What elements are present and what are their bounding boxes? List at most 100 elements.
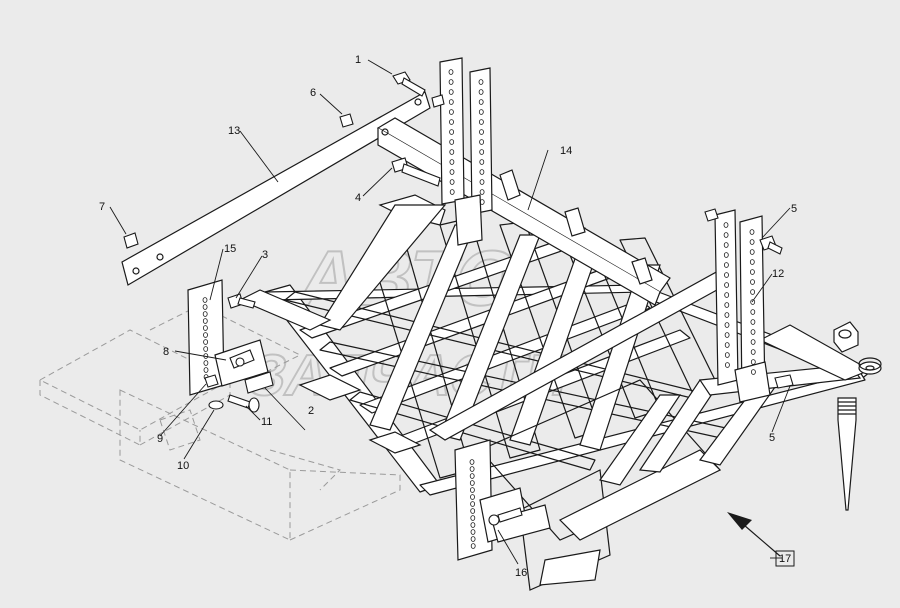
hole-icon: [469, 473, 475, 479]
hole-icon: [723, 222, 729, 228]
hole-icon: [750, 299, 756, 305]
bolt-3-icon: [227, 293, 256, 309]
hole-icon: [470, 522, 476, 528]
hole-icon: [749, 249, 755, 255]
callout-15: 15: [224, 243, 236, 255]
reference-box: 17: [775, 550, 795, 567]
callout-5-top: 5: [791, 203, 797, 215]
hole-icon: [723, 242, 729, 248]
hole-icon: [750, 269, 755, 275]
bolt-2-icon: [244, 371, 274, 394]
callout-3: 3: [262, 249, 268, 261]
plate-right-holes: [469, 459, 476, 549]
hole-icon: [750, 309, 756, 315]
hole-icon: [470, 494, 475, 500]
hole-icon: [202, 325, 208, 331]
hole-icon: [448, 69, 454, 75]
hole-icon: [749, 239, 755, 245]
nut-6-icon: [339, 113, 354, 128]
callout-16: 16: [515, 567, 527, 579]
callout-14: 14: [560, 145, 572, 157]
hole-icon: [449, 189, 455, 195]
callout-2: 2: [308, 405, 314, 417]
hole-icon: [470, 529, 476, 535]
hole-icon: [478, 99, 484, 105]
pin-16-icon: [488, 507, 523, 526]
nut-5-top-icon: [704, 208, 719, 222]
hole-icon: [479, 189, 485, 195]
hole-icon: [750, 319, 756, 325]
hole-icon: [751, 369, 756, 375]
callout-4: 4: [355, 192, 361, 204]
hole-icon: [469, 459, 475, 465]
hole-icon: [203, 346, 209, 352]
direction-arrow-icon: [727, 512, 781, 557]
tine-nut-icon: [833, 321, 859, 353]
tine-spike-icon: [837, 397, 857, 511]
zigzag-section: [238, 194, 661, 454]
callout-5-bottom: 5: [769, 432, 775, 444]
hole-icon: [203, 332, 208, 338]
bolt-1-icon: [392, 71, 426, 97]
hole-icon: [478, 119, 484, 125]
part-12-upright-rear: [714, 209, 771, 403]
hole-icon: [203, 339, 209, 345]
upright-front-holes: [448, 69, 485, 205]
callout-labels: 1 2 3 4 5 5 6 7 8 9 10 11 12 13 14 15 16: [99, 54, 797, 579]
bolt-5-top-icon: [759, 235, 783, 255]
hole-icon: [479, 129, 484, 135]
hole-icon: [724, 262, 729, 268]
callout-13: 13: [228, 125, 240, 137]
bolt-4-icon: [391, 157, 441, 187]
part-13-bar: [121, 91, 431, 286]
hole-icon: [449, 169, 455, 175]
hole-icon: [724, 302, 730, 308]
hole-icon: [750, 339, 756, 345]
callout-7: 7: [99, 201, 105, 213]
pin-11-icon: [227, 394, 260, 413]
hole-icon: [724, 282, 729, 288]
callout-9: 9: [157, 433, 163, 445]
hole-icon: [479, 179, 485, 185]
fasteners: [123, 71, 794, 526]
hole-icon: [449, 139, 455, 145]
hole-icon: [449, 159, 455, 165]
pin-8-icon: [229, 349, 255, 369]
hole-icon: [723, 252, 729, 258]
hole-icon: [470, 543, 476, 549]
hole-icon: [750, 359, 756, 365]
hole-icon: [449, 149, 455, 155]
hole-icon: [202, 311, 208, 317]
hole-icon: [724, 272, 729, 278]
hole-icon: [469, 487, 475, 493]
hole-icon: [202, 297, 208, 303]
washer-10-icon: [208, 400, 224, 410]
hole-icon: [449, 129, 455, 135]
tine-washer-icon: [858, 361, 882, 375]
hole-icon: [479, 149, 485, 155]
hole-icon: [470, 508, 476, 514]
hole-icon: [478, 89, 484, 95]
hole-icon: [750, 289, 755, 295]
nut-6b-icon: [431, 94, 445, 108]
hole-icon: [724, 352, 730, 358]
hole-icon: [725, 362, 730, 368]
hole-icon: [202, 318, 208, 324]
hole-icon: [479, 159, 485, 165]
hole-icon: [750, 329, 756, 335]
hole-icon: [469, 466, 475, 472]
callout-11: 11: [261, 416, 272, 428]
callout-6: 6: [310, 87, 316, 99]
hole-icon: [724, 322, 730, 328]
hole-icon: [479, 169, 485, 175]
hole-icon: [448, 109, 454, 115]
callout-10: 10: [177, 460, 189, 472]
hole-icon: [723, 232, 729, 238]
hole-icon: [750, 349, 756, 355]
upright-rear-holes: [723, 222, 756, 375]
callout-8: 8: [163, 346, 169, 358]
leader-lines: [109, 59, 791, 565]
hole-icon: [470, 536, 476, 542]
rear-section: [428, 269, 782, 591]
